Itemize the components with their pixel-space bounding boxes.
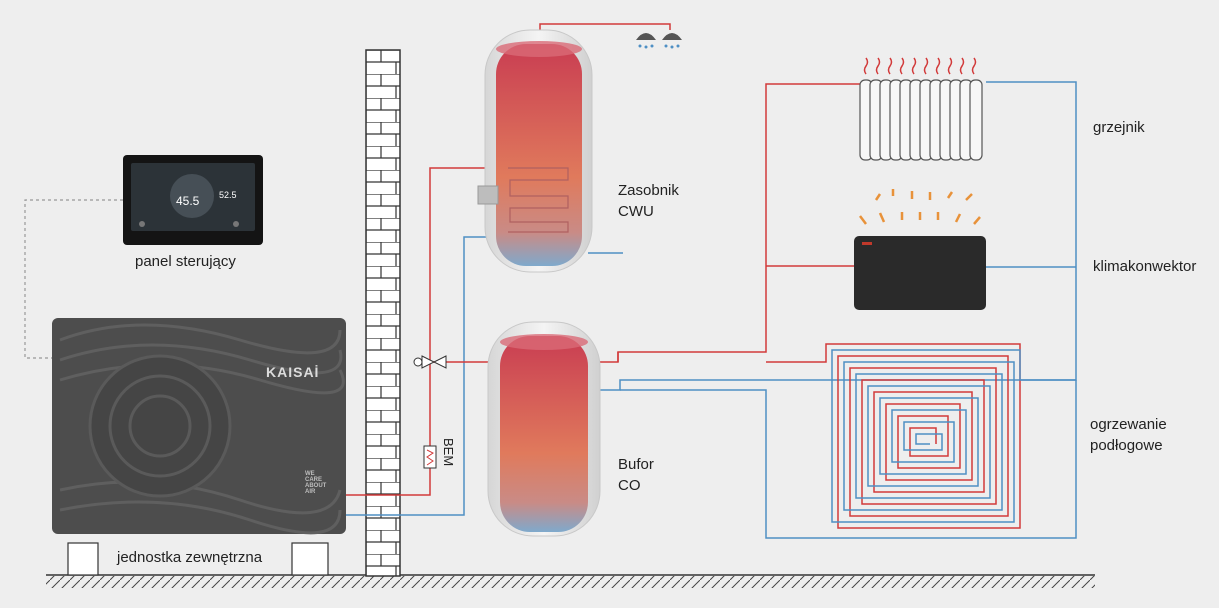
control-cable: [24, 199, 123, 359]
buffer-tank-label-line1: Bufor: [618, 456, 654, 473]
floor-heating-label-line2: podłogowe: [1090, 437, 1163, 454]
supply-pipes: [346, 23, 860, 496]
buffer-tank-label-line2: CO: [618, 477, 641, 494]
outdoor-unit-label: jednostka zewnętrzna: [117, 549, 263, 566]
unit-brand-logo: KAISAİ: [266, 364, 320, 380]
radiator-icon: [859, 57, 983, 161]
ground: [46, 574, 1095, 588]
brick-wall: [365, 49, 401, 577]
floor-heating-coil: [766, 343, 1076, 529]
fan-coil-icon: [854, 189, 986, 310]
return-pipes: [346, 81, 1077, 539]
panel-side-temp: 52.5: [219, 190, 237, 200]
slogan-line: CARE: [305, 477, 323, 483]
floor-heating-label: ogrzewanie podłogowe: [1090, 414, 1167, 456]
bem-label: BEM: [441, 438, 456, 467]
dhw-tank-label-line1: Zasobnik: [618, 182, 679, 199]
shower-icon: [636, 33, 682, 49]
slogan-line: WE: [305, 471, 315, 477]
outdoor-unit: [52, 318, 346, 576]
control-panel-device: [123, 155, 263, 245]
three-way-valve-icon: [413, 355, 447, 369]
slogan-line: AIR: [305, 489, 316, 495]
bem-heater-icon: [423, 445, 437, 469]
buffer-tank: [487, 321, 601, 537]
panel-main-temp: 45.5: [176, 194, 200, 208]
dhw-tank-label: Zasobnik CWU: [618, 180, 679, 222]
slogan-line: ABOUT: [305, 483, 327, 489]
control-panel-label: panel sterujący: [135, 253, 236, 270]
floor-heating-label-line1: ogrzewanie: [1090, 416, 1167, 433]
buffer-tank-label: Bufor CO: [618, 454, 654, 496]
dhw-tank: [477, 29, 593, 273]
dhw-tank-label-line2: CWU: [618, 203, 654, 220]
fan-coil-label: klimakonwektor: [1093, 258, 1197, 275]
radiator-label: grzejnik: [1093, 119, 1145, 136]
unit-slogan: WE CARE ABOUT AIR: [305, 471, 326, 495]
